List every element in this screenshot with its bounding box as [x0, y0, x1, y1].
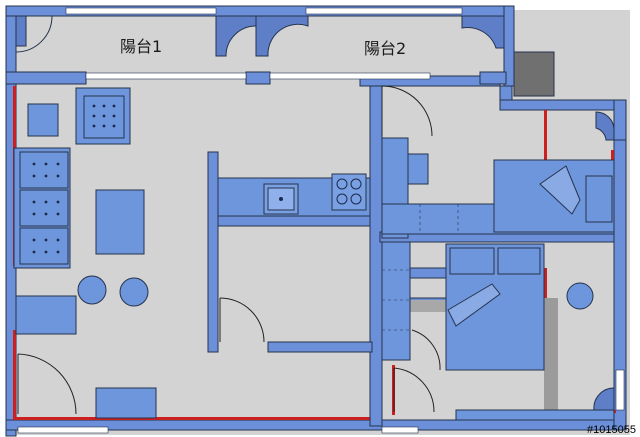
door-swings — [15, 15, 615, 411]
balcony-2-label: 陽台2 — [364, 39, 406, 58]
windows — [17, 7, 625, 434]
sink-drain — [279, 197, 283, 201]
exterior-walls — [5, 5, 627, 437]
living-furniture — [15, 103, 157, 419]
stool — [119, 277, 149, 307]
passage-block — [410, 300, 446, 312]
interior-walls — [207, 85, 615, 427]
round-stool — [566, 282, 594, 310]
entry-cabinet — [95, 387, 157, 419]
bedroom-shelf — [455, 409, 615, 421]
passage-block — [544, 298, 558, 420]
bed-upper — [493, 159, 615, 233]
coffee-table — [95, 189, 145, 255]
sofa-tufts — [32, 162, 60, 254]
sofa — [13, 147, 71, 269]
listing-watermark: #1015055 — [587, 424, 636, 436]
utility-block — [513, 51, 555, 97]
kitchen-counter — [217, 173, 371, 217]
tv-cabinet — [15, 295, 77, 335]
balcony-1-label: 陽台1 — [120, 37, 162, 56]
side-table — [27, 103, 59, 137]
stove-burners — [336, 178, 362, 205]
armchair-tufts — [92, 104, 116, 128]
bed-lower — [445, 243, 545, 371]
stool — [77, 275, 107, 305]
door-arcs — [17, 85, 441, 415]
